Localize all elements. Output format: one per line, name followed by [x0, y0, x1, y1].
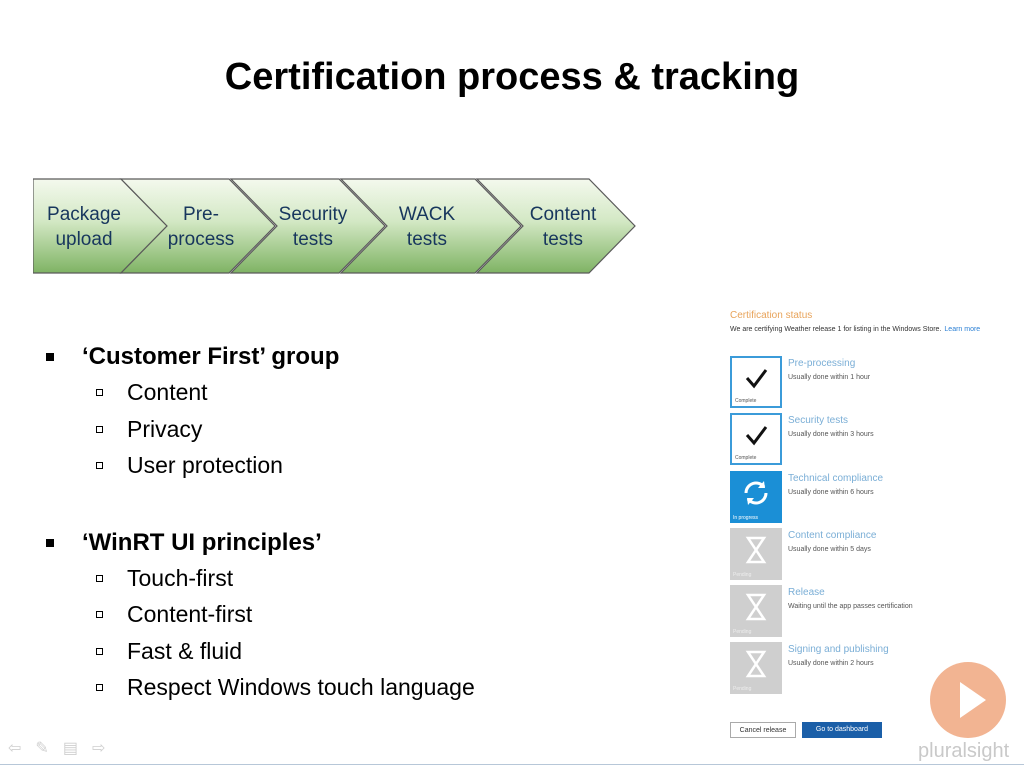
bullet-list: ‘Customer First’ group Content Privacy U… — [44, 340, 684, 706]
step-name: Technical compliance — [788, 473, 884, 484]
step-name: Release — [788, 587, 825, 598]
cert-step-content-compliance: Pending Content compliance Usually done … — [730, 528, 1000, 580]
step-status-tile: Pending — [730, 528, 782, 580]
slide-nav: ⇦ ✎ ▤ ⇨ — [8, 740, 105, 758]
cert-step-signing-publishing: Pending Signing and publishing Usually d… — [730, 642, 1000, 694]
step-desc: Usually done within 6 hours — [788, 489, 874, 496]
cert-step-pre-processing: Complete Pre-processing Usually done wit… — [730, 356, 1000, 408]
hollow-square-bullet-icon — [96, 647, 103, 655]
square-bullet-icon — [46, 538, 54, 547]
divider — [0, 764, 1024, 765]
hollow-square-bullet-icon — [96, 425, 103, 433]
step-label-pre-process: Pre-process — [167, 204, 235, 250]
bullet-heading-customer-first: ‘Customer First’ group — [44, 340, 684, 374]
step-desc: Usually done within 2 hours — [788, 660, 874, 667]
certification-status-panel: Certification status We are certifying W… — [722, 300, 1012, 748]
list-item: Fast & fluid — [44, 633, 684, 670]
square-bullet-icon — [46, 353, 54, 361]
hollow-square-bullet-icon — [96, 611, 103, 618]
slide-title: Certification process & tracking — [224, 56, 800, 98]
list-item: Content — [44, 374, 684, 411]
hollow-square-bullet-icon — [96, 462, 103, 469]
list-item: Content-first — [44, 596, 684, 633]
hourglass-icon — [745, 593, 767, 621]
step-status-tile: Pending — [730, 642, 782, 694]
cert-panel-subtitle: We are certifying Weather release 1 for … — [730, 326, 981, 333]
hourglass-icon — [745, 650, 767, 678]
hollow-square-bullet-icon — [96, 574, 103, 582]
list-item: Respect Windows touch language — [44, 669, 684, 706]
back-arrow-icon[interactable]: ⇦ — [8, 740, 22, 757]
step-name: Content compliance — [788, 530, 877, 541]
step-desc: Usually done within 5 days — [788, 546, 871, 553]
step-status-tile: In progress — [730, 471, 782, 523]
chevron-security-tests — [229, 178, 386, 274]
hourglass-icon — [745, 536, 767, 564]
forward-arrow-icon[interactable]: ⇨ — [91, 740, 106, 757]
bullet-heading-winrt-ui: ‘WinRT UI principles’ — [44, 526, 684, 560]
step-status-tile: Complete — [730, 413, 782, 465]
list-item: Touch-first — [44, 560, 684, 597]
step-desc: Waiting until the app passes certificati… — [788, 603, 913, 610]
list-item: User protection — [44, 447, 684, 484]
step-status-tile: Complete — [730, 356, 782, 408]
step-name: Signing and publishing — [788, 644, 889, 655]
cert-step-technical-compliance: In progress Technical compliance Usually… — [730, 471, 1000, 523]
go-to-dashboard-button[interactable]: Go to dashboard — [802, 722, 882, 738]
refresh-icon — [744, 481, 768, 505]
menu-icon[interactable]: ▤ — [62, 740, 78, 757]
chevron-wack-tests — [339, 178, 522, 274]
list-item: Privacy — [44, 411, 684, 448]
cert-panel-title: Certification status — [730, 310, 813, 321]
check-icon — [745, 426, 768, 446]
chevron-pre-process — [119, 178, 276, 274]
cancel-release-button[interactable]: Cancel release — [730, 722, 796, 738]
step-name: Security tests — [788, 415, 849, 426]
learn-more-link[interactable]: Learn more — [944, 326, 981, 333]
step-desc: Usually done within 1 hour — [788, 374, 871, 381]
hollow-square-bullet-icon — [96, 389, 103, 396]
hollow-square-bullet-icon — [96, 684, 103, 691]
pen-icon[interactable]: ✎ — [35, 740, 49, 757]
step-name: Pre-processing — [788, 358, 856, 369]
brand-logo-text: pluralsight — [918, 740, 1010, 762]
play-logo-icon — [930, 662, 1006, 738]
step-desc: Usually done within 3 hours — [788, 431, 874, 438]
cert-step-security-tests: Complete Security tests Usually done wit… — [730, 413, 1000, 465]
check-icon — [745, 369, 768, 389]
cert-step-release: Pending Release Waiting until the app pa… — [730, 585, 1000, 637]
chevron-content-tests — [475, 178, 636, 274]
step-status-tile: Pending — [730, 585, 782, 637]
process-chevrons — [33, 178, 636, 274]
